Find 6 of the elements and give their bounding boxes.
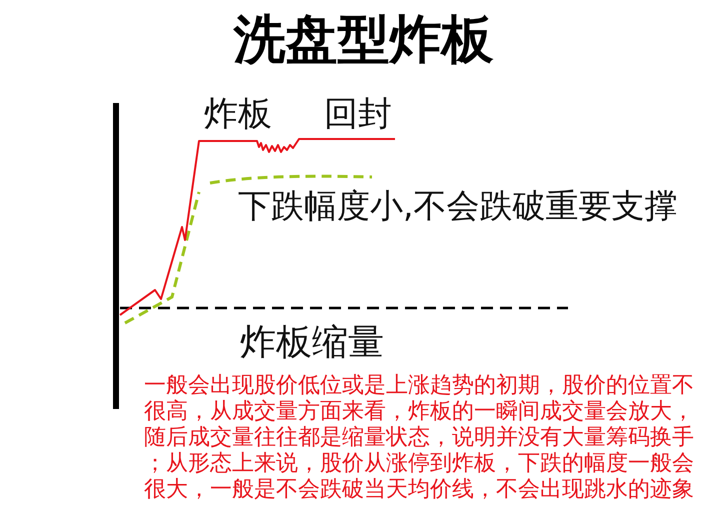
diagram-title: 洗盘型炸板 (232, 14, 494, 66)
phase-label: 回封 (324, 97, 392, 131)
phase-label: 炸板 (204, 97, 272, 131)
annotation-text: 下跌幅度小,不会跌破重要支撑 (238, 189, 678, 222)
annotation-text: 炸板缩量 (240, 325, 384, 361)
note-paragraph: 一般会出现股价低位或是上涨趋势的初期，股价的位置不很高，从成交量方面来看，炸板的一瞬间成交量会放大，随后成交量往往都是缩量状态，说明并没有大量筹码换手；从形态上来说，股价从涨停到炸板，下跌的幅度一般会很大，一般是不会跌破当天均价线，不会出现跳水的迹象 (144, 373, 695, 503)
